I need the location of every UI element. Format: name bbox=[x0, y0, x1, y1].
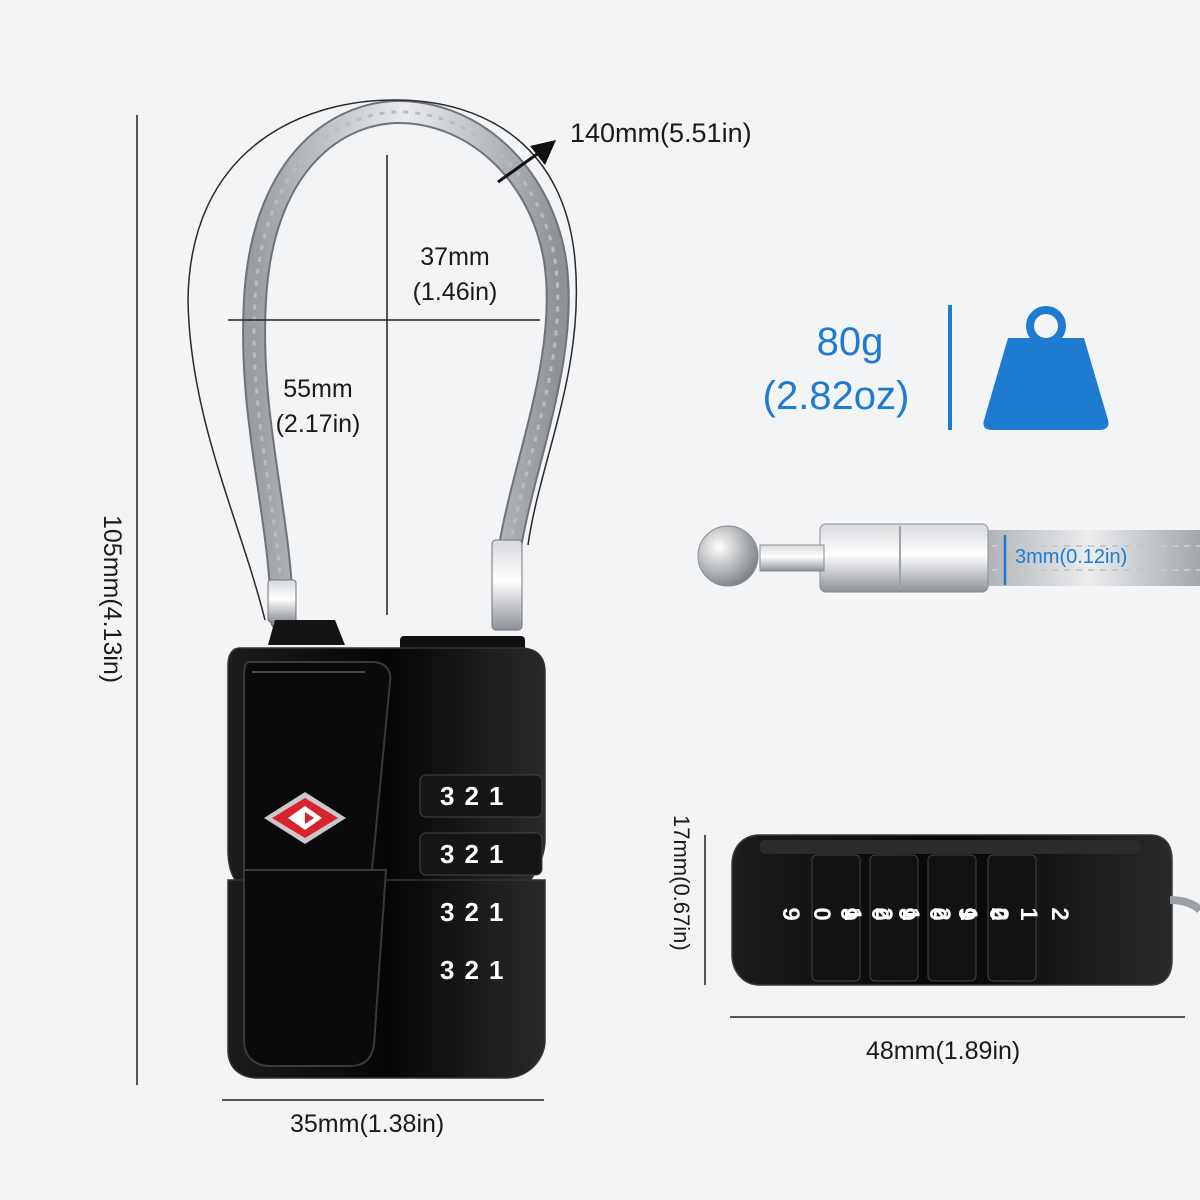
dial-digit: 2 bbox=[1046, 907, 1073, 921]
body-thickness-label: 17mm(0.67in) bbox=[669, 815, 694, 951]
dial-digit: 2 bbox=[464, 781, 479, 811]
inner-height-value: 37mm bbox=[420, 243, 490, 271]
dial-digit: 1 bbox=[488, 839, 504, 869]
inner-height-inch: (1.46in) bbox=[412, 278, 498, 306]
dial-digit: 9 bbox=[777, 907, 804, 921]
cable-end-detail bbox=[697, 523, 1200, 593]
cable-diameter-label: 3mm(0.12in) bbox=[1015, 546, 1128, 568]
dial-digit: 9 bbox=[835, 907, 862, 921]
dial-digit: 3 bbox=[440, 839, 455, 869]
weight-grams: 80g bbox=[816, 320, 884, 364]
body-length-label: 48mm(1.89in) bbox=[866, 1037, 1021, 1065]
dial-digit: 1 bbox=[488, 897, 504, 927]
dial-digit: 1 bbox=[1015, 907, 1042, 921]
cable-loop bbox=[187, 99, 578, 632]
body-width-label: 35mm(1.38in) bbox=[290, 1110, 445, 1138]
dial-digit: 2 bbox=[464, 897, 479, 927]
dial-digit: 9 bbox=[953, 907, 980, 921]
inner-width-value: 55mm bbox=[283, 375, 353, 403]
right-ferrule bbox=[491, 539, 523, 631]
arrow-icon bbox=[497, 140, 556, 184]
weight-icon bbox=[983, 306, 1109, 430]
dial-digit: 1 bbox=[488, 781, 504, 811]
left-ferrule bbox=[267, 579, 297, 623]
dial-digit: 0 bbox=[984, 907, 1011, 921]
lock-side-view bbox=[731, 834, 1200, 986]
dial-digit: 1 bbox=[488, 955, 504, 985]
dial-digit: 3 bbox=[440, 897, 455, 927]
dial-digit: 9 bbox=[893, 907, 920, 921]
weight-ounces: (2.82oz) bbox=[762, 374, 910, 418]
dial-digit: 3 bbox=[440, 955, 455, 985]
total-height-label: 105mm(4.13in) bbox=[98, 515, 126, 684]
cable-circumference-label: 140mm(5.51in) bbox=[570, 118, 752, 148]
dial-digit: 0 bbox=[924, 907, 951, 921]
dial-digit: 2 bbox=[464, 839, 479, 869]
dial-digit: 3 bbox=[440, 781, 455, 811]
dial-digit: 2 bbox=[464, 955, 479, 985]
inner-width-inch: (2.17in) bbox=[275, 410, 361, 438]
tsa-diamond-icon bbox=[264, 792, 346, 844]
